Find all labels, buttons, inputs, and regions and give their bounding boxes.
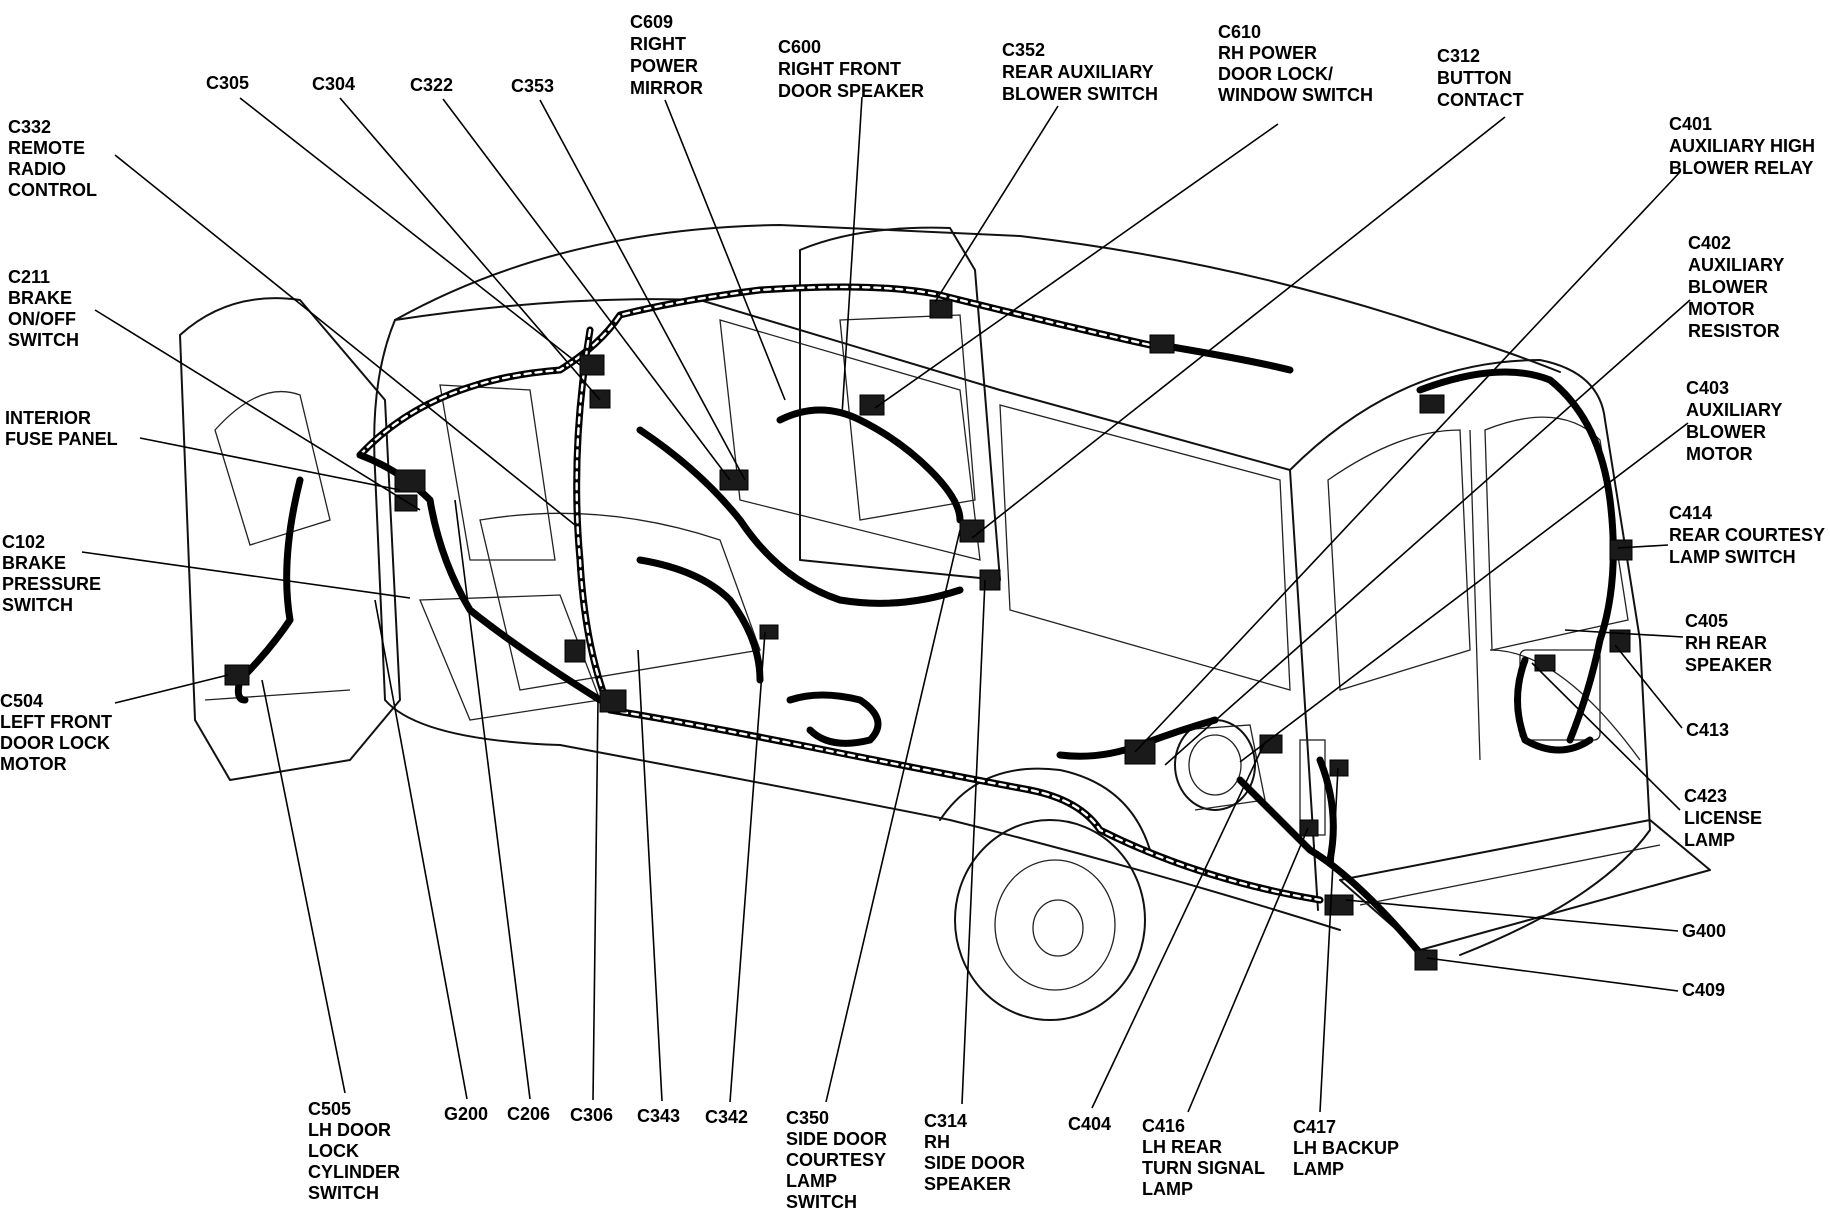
- leader-line-c306: [592, 699, 599, 1101]
- callout-c304: C304: [312, 74, 355, 94]
- leader-line-c416: [1187, 827, 1309, 1113]
- callout-c322: C322: [410, 75, 453, 95]
- callout-c342: C342: [705, 1107, 748, 1127]
- callout-c353: C353: [511, 76, 554, 96]
- leader-line-c403: [1239, 422, 1689, 763]
- wiring-harness: [234, 283, 1617, 969]
- callout-c423: C423 LICENSE LAMP: [1684, 786, 1767, 850]
- callout-c405: C405 RH REAR SPEAKER: [1685, 611, 1772, 675]
- leader-line-c350: [825, 529, 961, 1103]
- callout-c504: C504 LEFT FRONT DOOR LOCK MOTOR: [0, 691, 117, 774]
- callout-c404: C404: [1068, 1114, 1111, 1134]
- callout-c610: C610 RH POWER DOOR LOCK/ WINDOW SWITCH: [1218, 22, 1373, 105]
- callout-c312: C312 BUTTON CONTACT: [1437, 46, 1524, 110]
- callout-c401: C401 AUXILIARY HIGH BLOWER RELAY: [1669, 114, 1820, 178]
- callout-c306: C306: [570, 1105, 613, 1125]
- callout-interior-fuse-panel: INTERIOR FUSE PANEL: [5, 408, 118, 449]
- leader-line-c314: [961, 579, 986, 1105]
- leader-line-c610: [874, 123, 1279, 409]
- callout-c413: C413: [1686, 720, 1729, 740]
- callout-c402: C402 AUXILIARY BLOWER MOTOR RESISTOR: [1688, 233, 1789, 341]
- leader-line-c342: [729, 631, 766, 1103]
- leader-lines: [81, 96, 1691, 1113]
- leader-line-c417: [1319, 767, 1339, 1113]
- leader-line-c312: [971, 116, 1506, 539]
- callout-c314: C314 RH SIDE DOOR SPEAKER: [924, 1111, 1030, 1194]
- leader-line-c322: [442, 98, 731, 481]
- callout-c609: C609 RIGHT POWER MIRROR: [630, 12, 703, 98]
- leader-line-c206: [454, 499, 531, 1100]
- callout-c102: C102 BRAKE PRESSURE SWITCH: [2, 532, 106, 615]
- callout-c305: C305: [206, 73, 249, 93]
- callout-c211: C211 BRAKE ON/OFF SWITCH: [8, 267, 81, 350]
- callout-g200: G200: [444, 1104, 488, 1124]
- leader-line-c413: [1614, 644, 1683, 729]
- callout-c403: C403 AUXILIARY BLOWER MOTOR: [1686, 378, 1787, 464]
- callout-g400: G400: [1682, 921, 1726, 941]
- van-body: [179, 224, 1711, 1021]
- leader-line-g400: [1345, 899, 1679, 932]
- callout-c332: C332 REMOTE RADIO CONTROL: [8, 117, 97, 200]
- callout-c350: C350 SIDE DOOR COURTESY LAMP SWITCH: [786, 1108, 892, 1212]
- leader-line-c414: [1617, 544, 1669, 549]
- callout-c352: C352 REAR AUXILIARY BLOWER SWITCH: [1002, 40, 1158, 104]
- callout-c416: C416 LH REAR TURN SIGNAL LAMP: [1142, 1116, 1270, 1199]
- leader-line-g200: [374, 599, 468, 1100]
- callout-c414: C414 REAR COURTESY LAMP SWITCH: [1669, 503, 1830, 567]
- leader-line-c402: [1164, 299, 1691, 766]
- callout-c417: C417 LH BACKUP LAMP: [1293, 1117, 1404, 1179]
- leader-line-c505: [261, 679, 346, 1094]
- leader-line-c102: [81, 551, 411, 599]
- callouts: C332 REMOTE RADIO CONTROL C211 BRAKE ON/…: [0, 12, 1830, 1212]
- leader-line-c332: [114, 154, 576, 526]
- leader-line-fuse-panel: [139, 437, 401, 491]
- leader-line-c405: [1564, 629, 1684, 638]
- leader-line-c343: [637, 649, 663, 1102]
- leader-line-c609: [664, 99, 786, 401]
- leader-line-c211: [94, 309, 421, 511]
- leader-line-c304: [339, 97, 601, 401]
- callout-c505: C505 LH DOOR LOCK CYLINDER SWITCH: [308, 1099, 405, 1203]
- callout-c206: C206: [507, 1104, 550, 1124]
- leader-line-c401: [1134, 171, 1681, 753]
- leader-line-c404: [1091, 741, 1266, 1109]
- callout-c409: C409: [1682, 980, 1725, 1000]
- leader-line-c353: [539, 99, 746, 481]
- leader-line-c423: [1531, 662, 1681, 811]
- leader-line-c305: [239, 97, 581, 366]
- leader-line-c600: [841, 96, 863, 416]
- leader-line-c504: [114, 674, 229, 704]
- leader-line-c352: [934, 105, 1059, 303]
- callout-c343: C343: [637, 1106, 680, 1126]
- leader-line-c409: [1426, 957, 1679, 992]
- callout-c600: C600 RIGHT FRONT DOOR SPEAKER: [778, 37, 924, 101]
